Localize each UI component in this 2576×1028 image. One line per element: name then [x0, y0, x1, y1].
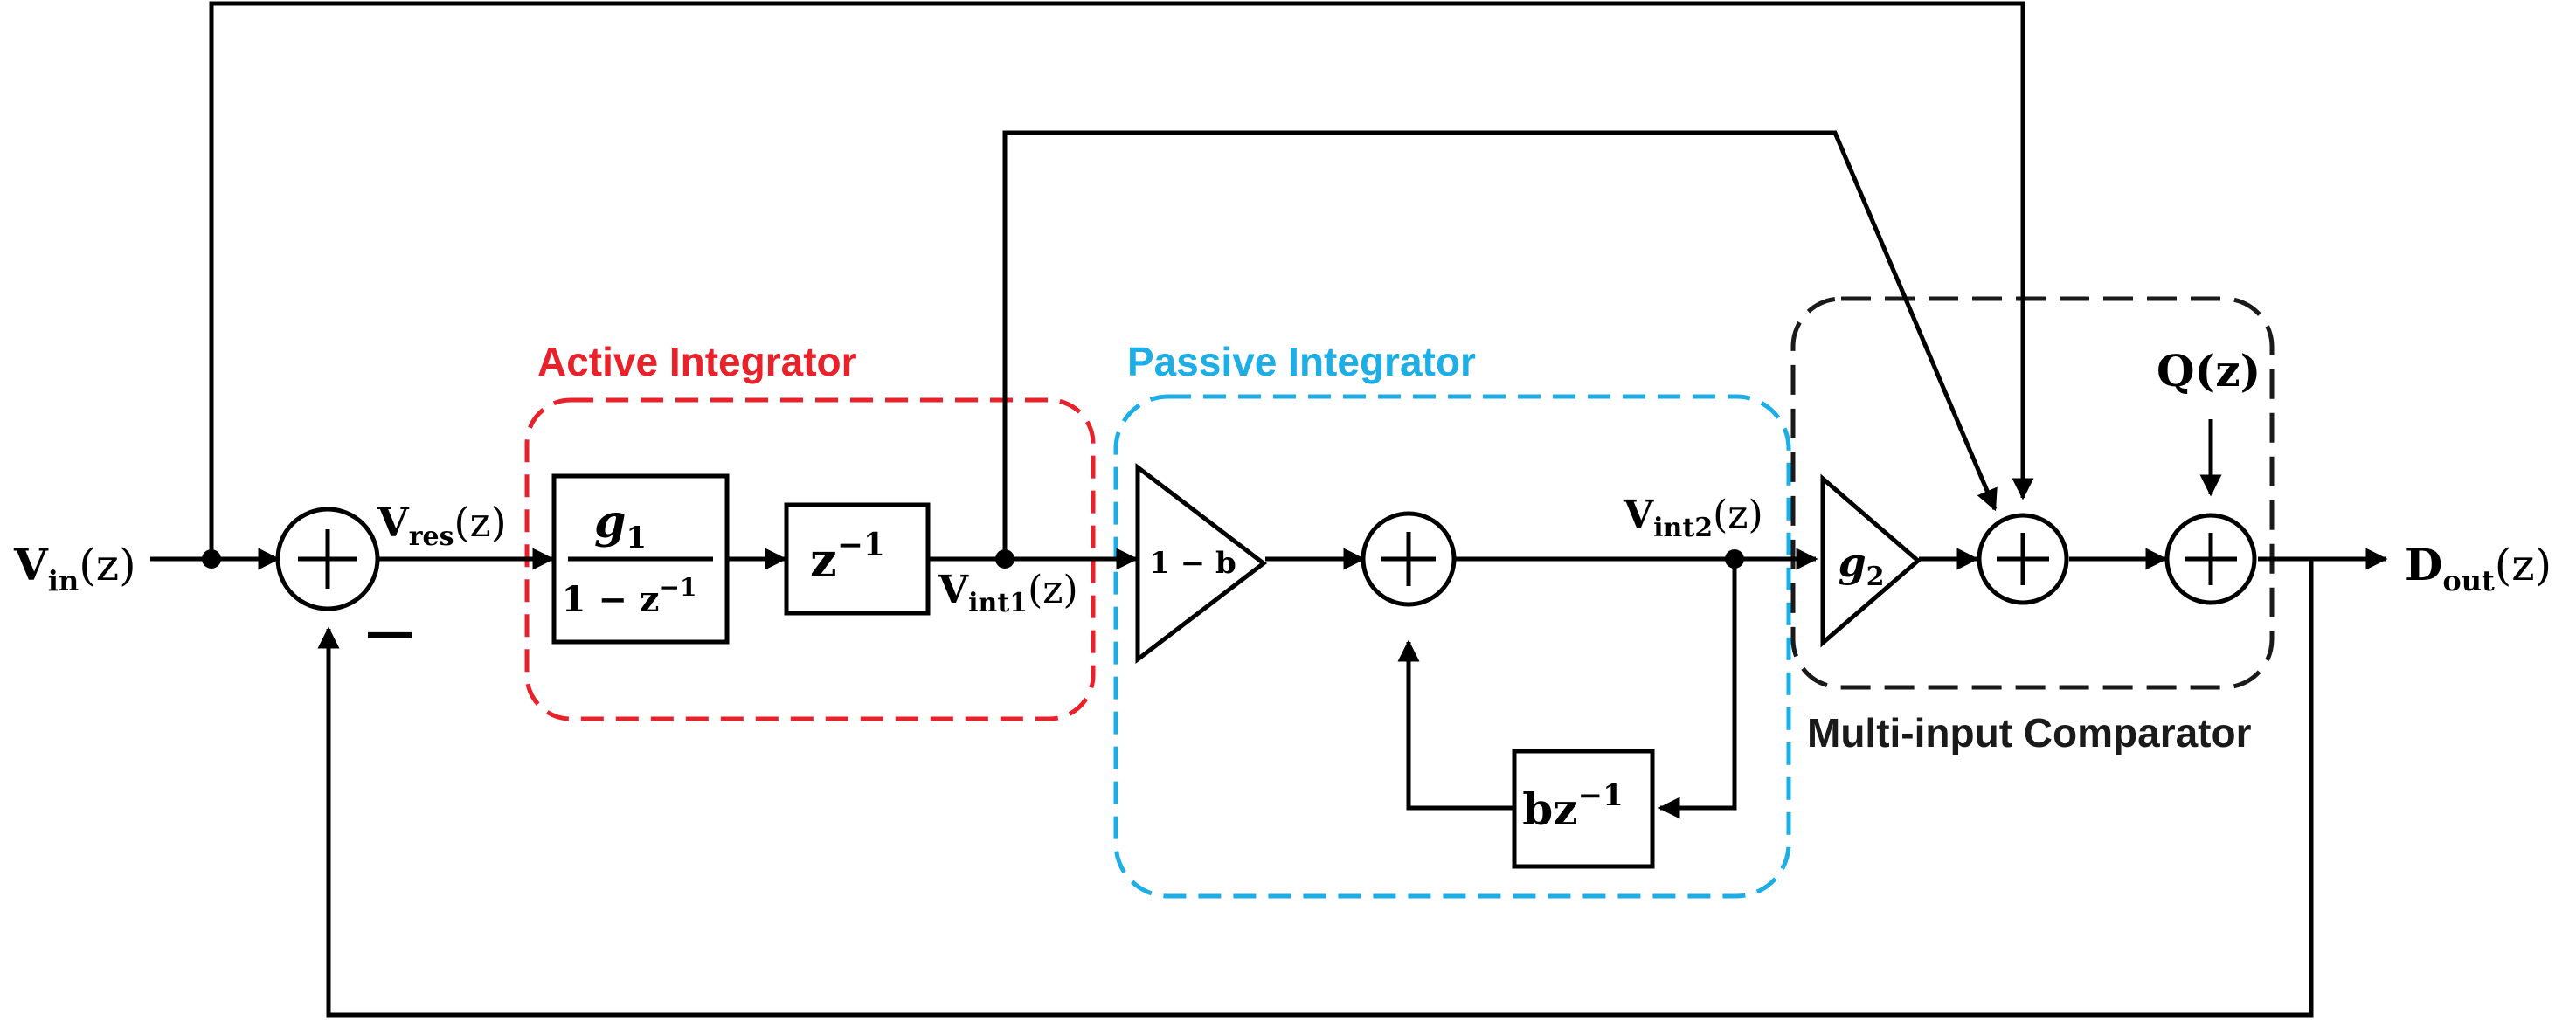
junction-vint1 [995, 549, 1014, 569]
label-vint1: Vint1(z) [938, 568, 1078, 618]
minus-sign: — [365, 603, 414, 660]
active-integrator-title: Active Integrator [537, 339, 857, 384]
label-vint2: Vint2(z) [1623, 493, 1763, 543]
wire-vint1-feedforward [1002, 130, 1998, 559]
svg-text:g1: g1 [594, 495, 647, 555]
passive-integrator-title: Passive Integrator [1127, 339, 1476, 384]
integrator-block: g1 1 − z−1 [551, 473, 730, 645]
passive-integrator-box [1113, 394, 1791, 899]
delay-block: z−1 [784, 502, 931, 616]
comparator-title: Multi-input Comparator [1807, 710, 2252, 755]
summer-input [275, 507, 380, 611]
summer-passive [1361, 511, 1457, 607]
svg-text:1 − z−1: 1 − z−1 [562, 573, 697, 620]
junction-vin [202, 549, 221, 569]
junction-vint2 [1725, 549, 1744, 569]
wire-main-feedback [317, 559, 2314, 1018]
summer-comparator-2 [2164, 513, 2257, 605]
svg-text:z−1: z−1 [810, 527, 885, 588]
svg-text:g2: g2 [1838, 539, 1884, 592]
wire-vin-feedforward [209, 1, 2034, 559]
feedback-block: bz−1 [1512, 749, 1655, 869]
wire-passive-feedback-up [1397, 639, 1513, 811]
label-vres: Vres(z) [377, 499, 507, 552]
label-q: Q(z) [2157, 345, 2261, 397]
gain-1-minus-b: 1 − b [1135, 462, 1268, 665]
svg-text:1 − b: 1 − b [1149, 546, 1236, 581]
gain-g2: g2 [1820, 473, 1922, 648]
summer-comparator-1 [1977, 513, 2069, 605]
comparator-box [1790, 296, 2275, 690]
wire-passive-feedback-down [1658, 559, 1737, 819]
label-dout: Dout(z) [2405, 539, 2552, 597]
svg-text:bz−1: bz−1 [1522, 778, 1624, 835]
label-vin: Vin(z) [13, 539, 136, 597]
